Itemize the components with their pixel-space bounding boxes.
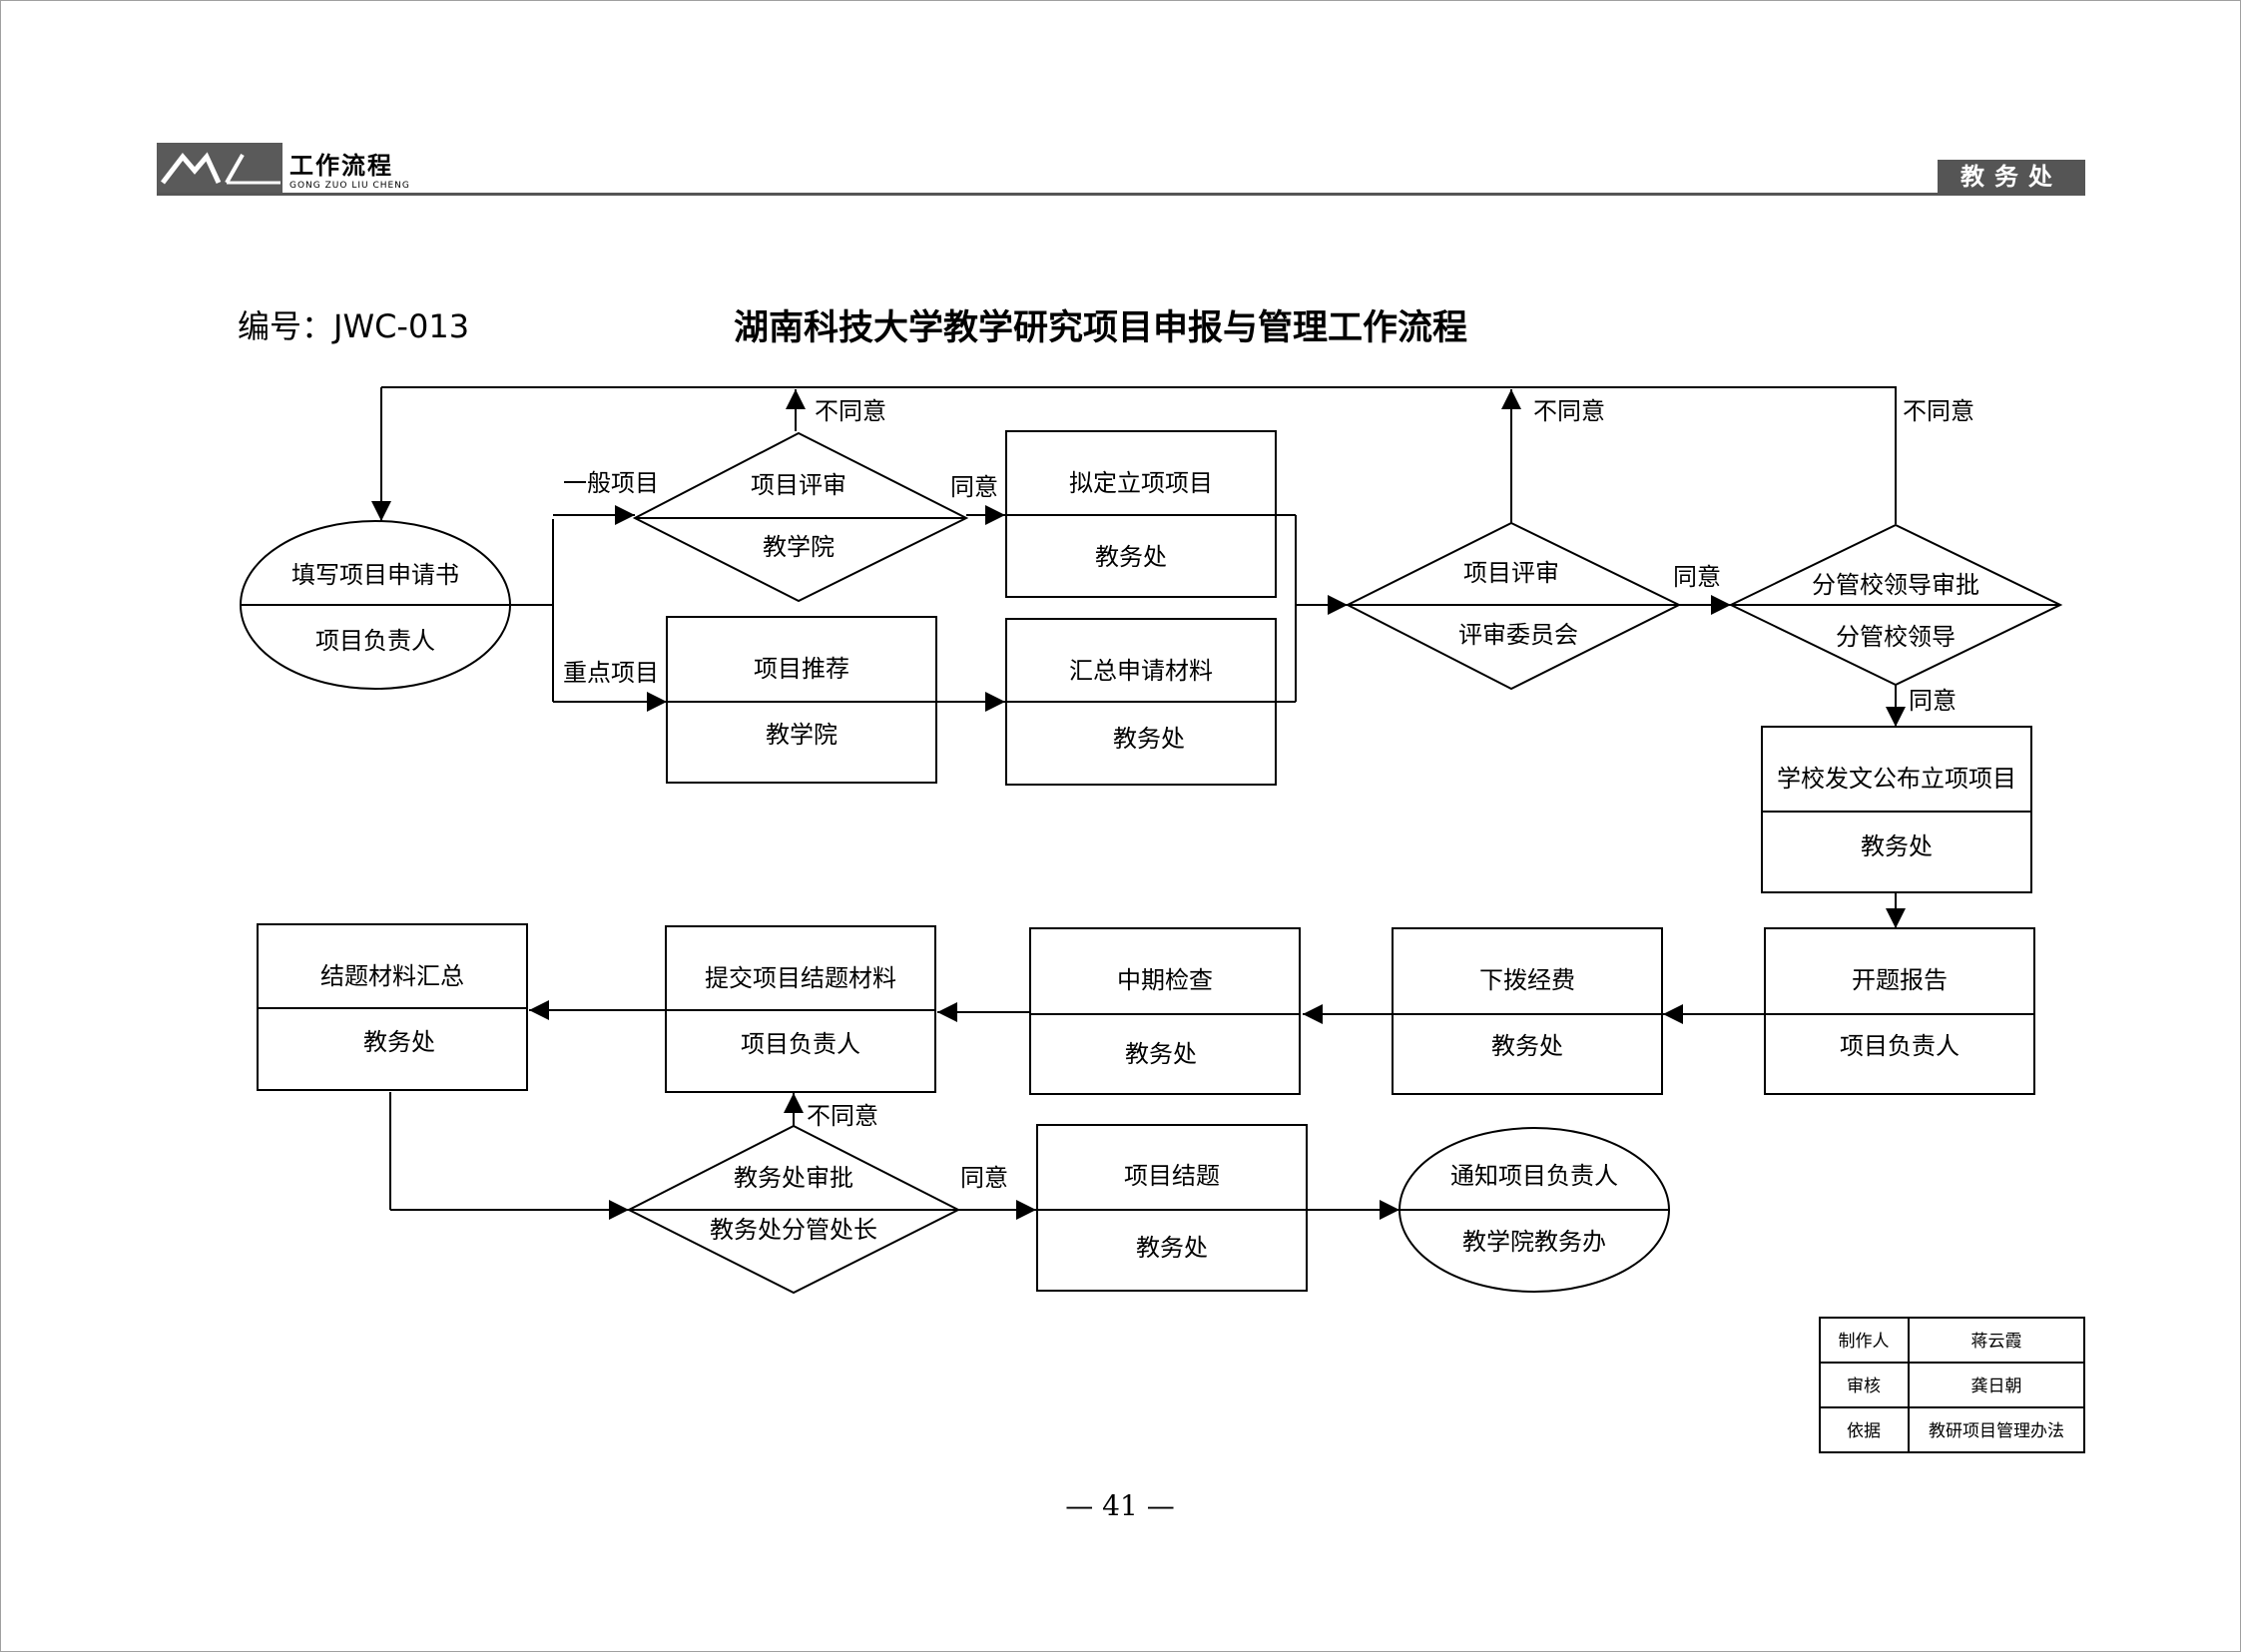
label-review1-agree: 同意 — [950, 473, 998, 501]
node-submit-title: 提交项目结题材料 — [705, 964, 896, 992]
node-conclude-title: 项目结题 — [1124, 1162, 1220, 1190]
node-publish — [1761, 726, 2032, 893]
label-review1-disagree: 不同意 — [815, 397, 886, 425]
node-collect-owner: 教务处 — [1113, 725, 1185, 753]
node-notify-owner: 教学院教务办 — [1462, 1228, 1606, 1256]
node-funding — [1392, 927, 1663, 1095]
node-conclude-owner: 教务处 — [1136, 1234, 1208, 1262]
node-recommend — [666, 616, 937, 784]
logo-icon — [157, 143, 282, 193]
node-review1 — [632, 431, 969, 603]
label-leader-agree: 同意 — [1909, 687, 1957, 715]
label-leader-disagree: 不同意 — [1903, 397, 1974, 425]
node-approve-title: 教务处审批 — [734, 1164, 853, 1192]
label-review2-disagree: 不同意 — [1533, 397, 1605, 425]
sign-value-basis: 教研项目管理办法 — [1929, 1421, 2064, 1441]
node-leader-title: 分管校领导审批 — [1812, 571, 1979, 599]
node-summary — [257, 923, 528, 1091]
node-leader — [1728, 523, 2063, 687]
node-apply — [240, 520, 511, 690]
sign-label-maker: 制作人 — [1839, 1332, 1890, 1352]
sign-value-maker: 蒋云霞 — [1971, 1332, 2022, 1352]
page-number: — 41 — — [1065, 1489, 1174, 1522]
sign-label-review: 审核 — [1847, 1377, 1881, 1396]
node-collect-title: 汇总申请材料 — [1069, 657, 1213, 685]
node-review2 — [1345, 521, 1682, 691]
department-badge: 教务处 — [1938, 160, 2085, 194]
document-code: 编号：JWC-013 — [238, 307, 470, 345]
node-draft-title: 拟定立项项目 — [1069, 469, 1213, 497]
node-apply-owner: 项目负责人 — [315, 627, 435, 655]
node-summary-title: 结题材料汇总 — [320, 962, 464, 990]
node-notify — [1399, 1127, 1670, 1293]
node-notify-title: 通知项目负责人 — [1450, 1162, 1618, 1190]
node-submit — [665, 925, 936, 1093]
node-funding-title: 下拨经费 — [1479, 966, 1575, 994]
sign-table — [1819, 1317, 2085, 1453]
node-draft-owner: 教务处 — [1095, 543, 1167, 571]
node-conclude — [1036, 1124, 1308, 1292]
node-review1-owner: 教学院 — [763, 533, 835, 561]
node-leader-owner: 分管校领导 — [1836, 623, 1956, 651]
node-publish-owner: 教务处 — [1861, 832, 1933, 860]
node-opening-title: 开题报告 — [1852, 966, 1948, 994]
sign-value-review: 龚日朝 — [1971, 1377, 2022, 1396]
node-opening-owner: 项目负责人 — [1840, 1032, 1960, 1060]
node-midterm-title: 中期检查 — [1117, 966, 1213, 994]
node-summary-owner: 教务处 — [363, 1028, 435, 1056]
node-midterm — [1029, 927, 1301, 1095]
node-review2-title: 项目评审 — [1463, 559, 1559, 587]
label-key: 重点项目 — [563, 659, 659, 687]
node-recommend-title: 项目推荐 — [754, 655, 849, 683]
node-opening — [1764, 927, 2035, 1095]
node-apply-title: 填写项目申请书 — [291, 561, 459, 589]
node-review2-owner: 评审委员会 — [1458, 621, 1578, 649]
node-review1-title: 项目评审 — [751, 471, 846, 499]
node-funding-owner: 教务处 — [1491, 1032, 1563, 1060]
node-collect — [1005, 618, 1277, 786]
sign-label-basis: 依据 — [1847, 1421, 1881, 1441]
node-recommend-owner: 教学院 — [766, 721, 838, 749]
node-publish-title: 学校发文公布立项项目 — [1777, 765, 2016, 793]
node-submit-owner: 项目负责人 — [741, 1030, 860, 1058]
label-general: 一般项目 — [563, 469, 659, 497]
label-approve-agree: 同意 — [960, 1164, 1008, 1192]
header-rule — [157, 193, 2085, 196]
logo-subtitle: GONG ZUO LIU CHENG — [289, 181, 410, 191]
node-approve-owner: 教务处分管处长 — [710, 1216, 877, 1244]
node-draft — [1005, 430, 1277, 598]
node-approve — [626, 1124, 961, 1295]
page-title: 湖南科技大学教学研究项目申报与管理工作流程 — [734, 308, 1468, 348]
logo-text: 工作流程 — [289, 152, 393, 180]
label-approve-disagree: 不同意 — [807, 1102, 878, 1130]
node-midterm-owner: 教务处 — [1125, 1040, 1197, 1068]
label-review2-agree: 同意 — [1673, 563, 1721, 591]
